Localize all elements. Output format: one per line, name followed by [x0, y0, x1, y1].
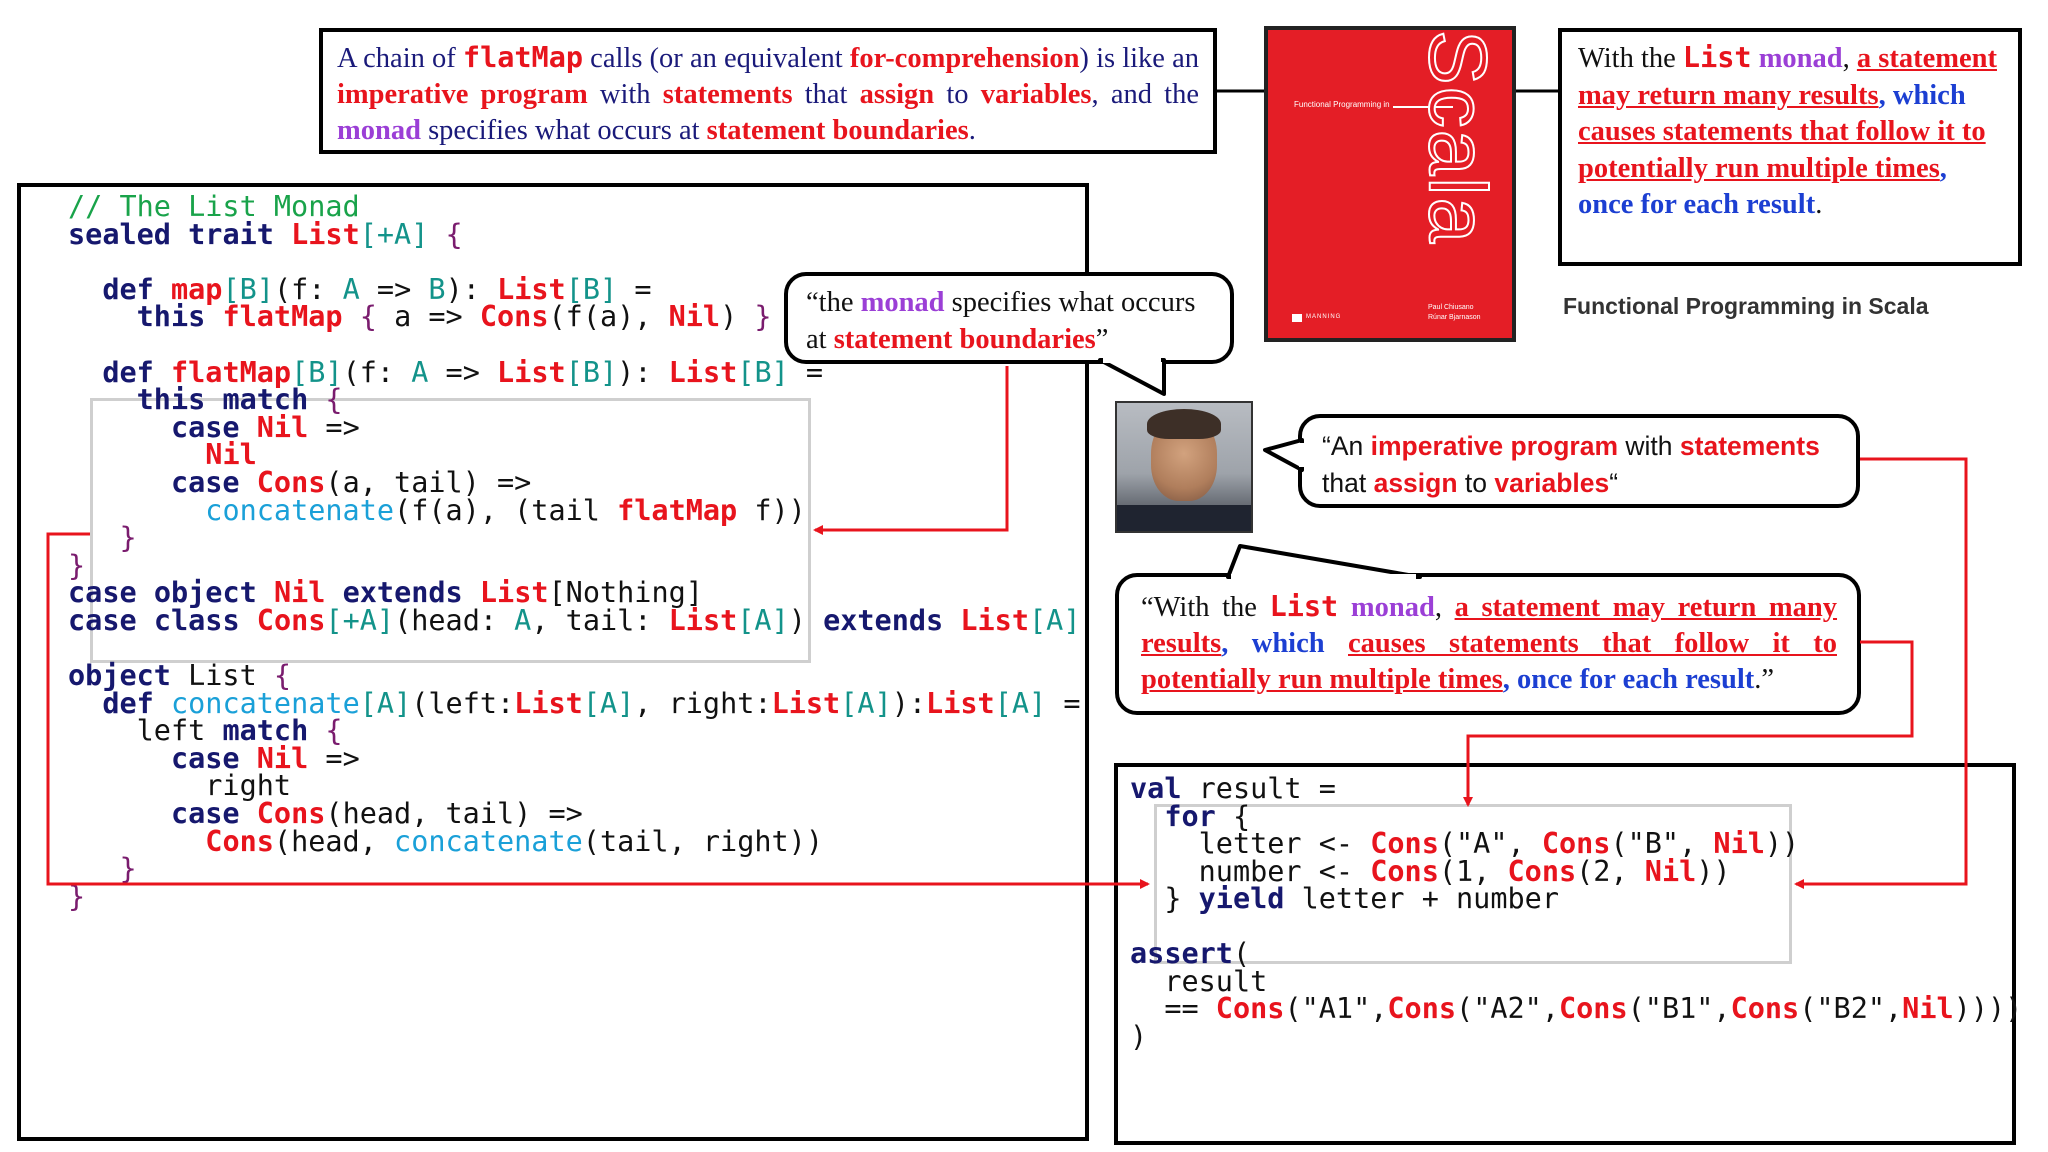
monad-term: monad: [337, 115, 421, 146]
quote-text: calls (or an equivalent: [583, 43, 850, 74]
quote-text: specifies what occurs at: [420, 115, 707, 146]
book-rule: [1393, 106, 1453, 108]
bubble-text: “With the: [1141, 592, 1270, 623]
list-monad-code: // The List Monad sealed trait List[+A] …: [68, 190, 1081, 913]
boundaries-term: statement boundaries: [706, 115, 969, 146]
imperative-bubble-tail: [1263, 438, 1304, 472]
many-results-term: a statement may return many results: [1141, 592, 1838, 659]
quote-text: .: [1815, 189, 1823, 220]
bubble-text: “An: [1322, 431, 1371, 461]
flatmap-term: flatMap: [462, 41, 584, 74]
causes-term: causes statements that follow it to pote…: [1578, 116, 1986, 184]
quote-text: ) is like an: [1079, 43, 1200, 74]
arrow-imperative-to-for: [1794, 457, 1968, 889]
quote-text: , and the: [1091, 79, 1199, 110]
photo-shirt-icon: [1117, 505, 1251, 531]
quote-text: With the: [1578, 43, 1683, 74]
assign-term: assign: [859, 79, 935, 110]
author-photo: [1115, 401, 1253, 533]
many-results-term: a statement may return many results: [1578, 43, 1997, 111]
book-small-title: Functional Programming in: [1294, 100, 1390, 109]
bubble-text: specifies what occurs at: [806, 287, 1196, 355]
book-cover: Functional Programming in Scala Paul Chi…: [1264, 26, 1516, 342]
monad-quote-bubble: “the monad specifies what occurs at stat…: [784, 272, 1234, 364]
bubble-text: .”: [1754, 664, 1775, 695]
variables-term: variables: [1494, 468, 1610, 498]
list-bubble-tail: [1226, 544, 1422, 579]
monad-bubble-tail: [1098, 358, 1166, 396]
bubble-text: that: [1322, 468, 1374, 498]
book-publisher: MANNING: [1306, 314, 1342, 320]
flatmap-highlight-box: [90, 398, 811, 663]
causes-term: causes statements that follow it to pote…: [1141, 628, 1837, 695]
statements-term: statements: [662, 79, 793, 110]
arrow-flatmap-to-for: [46, 532, 1150, 889]
monad-term: monad: [1758, 43, 1843, 74]
bubble-text: ,: [1434, 592, 1455, 623]
publisher-logo-icon: [1292, 314, 1302, 322]
quote-text: to: [934, 79, 981, 110]
bubble-text: with: [1618, 431, 1680, 461]
which-text: , which: [1221, 628, 1348, 659]
arrow-list-to-for: [1463, 640, 1914, 807]
boundaries-term: statement boundaries: [833, 324, 1096, 355]
book-caption: Functional Programming in Scala: [1563, 293, 1929, 319]
bubble-text: to: [1457, 468, 1495, 498]
for-comprehension-code: val result = for { letter <- Cons("A", C…: [1130, 772, 2023, 1053]
quote-text: that: [792, 79, 860, 110]
quote-text: .: [968, 115, 976, 146]
book-author-2: Rúnar Bjarnason: [1428, 314, 1481, 321]
for-block-highlight-box: [1154, 804, 1792, 964]
quote-text: ,: [1842, 43, 1857, 74]
monad-term: monad: [1350, 592, 1435, 623]
list-term: List: [1682, 41, 1752, 74]
book-author-1: Paul Chiusano: [1428, 304, 1474, 311]
photo-hair-icon: [1147, 409, 1221, 439]
once-term: , once for each result: [1578, 152, 1947, 221]
assign-term: assign: [1373, 468, 1458, 498]
bubble-text: “: [1609, 468, 1619, 498]
top-quote-box: A chain of flatMap calls (or an equivale…: [319, 28, 1217, 154]
imperative-quote-bubble: “An imperative program with statements t…: [1298, 414, 1860, 508]
quote-text: with: [587, 79, 663, 110]
list-monad-quote-bubble: “With the List monad, a statement may re…: [1115, 573, 1861, 715]
for-comprehension-code-panel: [1114, 763, 2016, 1145]
variables-term: variables: [980, 79, 1092, 110]
imperative-term: imperative program: [337, 79, 588, 110]
for-comprehension-term: for-comprehension: [849, 43, 1080, 74]
once-term: , once for each result: [1502, 664, 1755, 695]
bubble-text: ”: [1095, 324, 1109, 355]
list-term: List: [1269, 590, 1339, 623]
which-text: , which: [1878, 79, 1966, 111]
quote-text: A chain of: [337, 43, 463, 74]
right-quote-box: With the List monad, a statement may ret…: [1558, 28, 2022, 266]
monad-term: monad: [860, 287, 945, 318]
statements-term: statements: [1679, 431, 1820, 461]
bubble-text: “the: [806, 287, 861, 318]
arrow-monad-to-flatmap: [813, 366, 1009, 535]
imperative-term: imperative program: [1370, 431, 1619, 461]
